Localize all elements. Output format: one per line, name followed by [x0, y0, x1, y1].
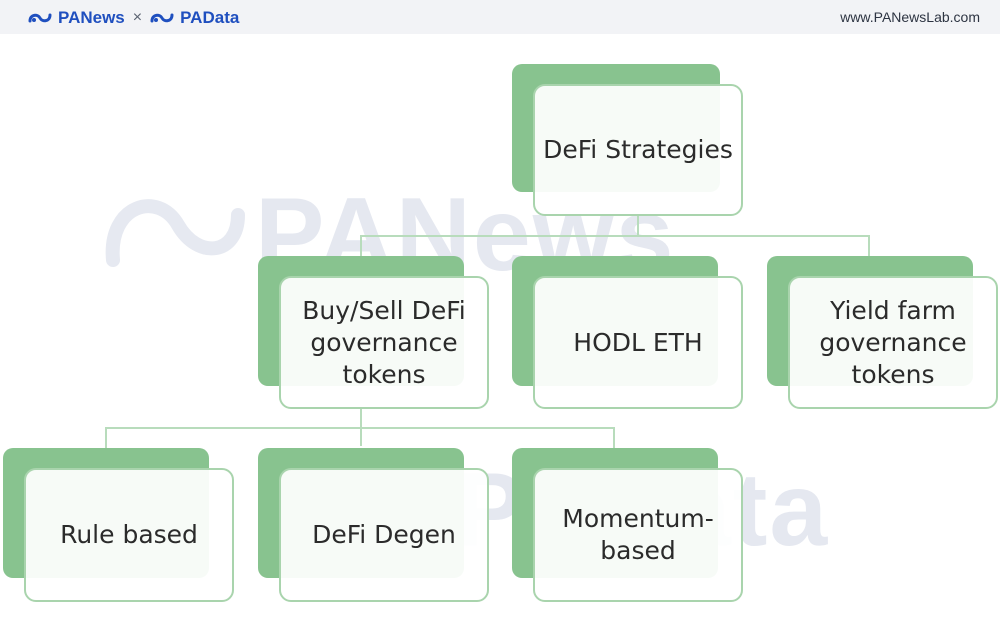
buy-sell-node-label: Buy/Sell DeFi governance tokens — [302, 295, 466, 389]
level3-left-drop — [105, 427, 107, 449]
level3-right-drop — [613, 427, 615, 449]
brand-separator: × — [132, 9, 143, 26]
header-bar: PANews × PAData www.PANewsLab.com — [0, 0, 1000, 34]
hodl-node: HODL ETH — [533, 276, 743, 409]
defi-degen-node-label: DeFi Degen — [312, 520, 456, 549]
rule-based-node: Rule based — [24, 468, 234, 602]
defi-degen-node: DeFi Degen — [279, 468, 489, 602]
root-node: DeFi Strategies — [533, 84, 743, 216]
panews-logo-icon — [28, 13, 52, 23]
padata-logo-icon — [150, 13, 174, 23]
root-stem-connector — [637, 214, 639, 236]
hodl-node-label: HODL ETH — [573, 327, 703, 357]
momentum-node: Momentum-based — [533, 468, 743, 602]
root-node-label: DeFi Strategies — [543, 135, 733, 164]
yield-farm-node-label: Yield farm governance tokens — [819, 295, 967, 389]
level3-horizontal-connector — [105, 427, 615, 429]
level2-horizontal-connector — [360, 235, 870, 237]
brand-padata: PAData — [180, 8, 240, 27]
momentum-node-label: Momentum-based — [562, 504, 714, 565]
brand: PANews × PAData — [28, 7, 239, 29]
rule-based-node-label: Rule based — [60, 520, 198, 549]
yield-farm-node: Yield farm governance tokens — [788, 276, 998, 409]
level2-right-drop — [868, 235, 870, 257]
brand-panews: PANews — [58, 8, 125, 27]
buy-sell-node: Buy/Sell DeFi governance tokens — [279, 276, 489, 409]
website-url[interactable]: www.PANewsLab.com — [840, 9, 980, 25]
level2-left-drop — [360, 235, 362, 257]
